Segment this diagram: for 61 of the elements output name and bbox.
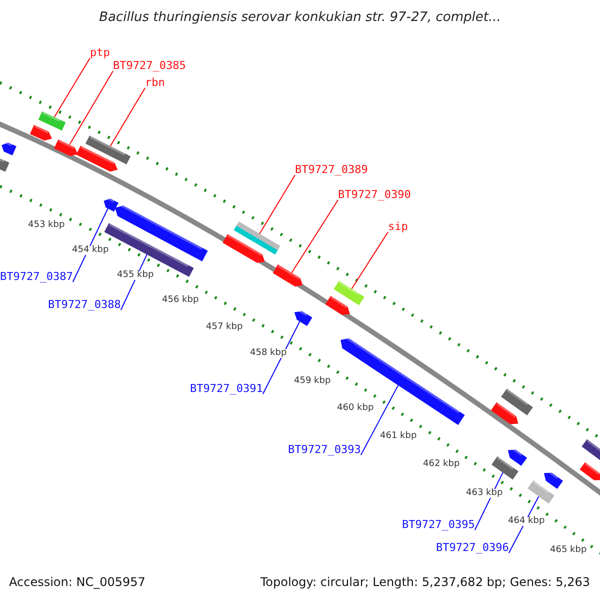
gene-feature [30,124,52,141]
footer-text: Topology: circular; Length: 5,237,682 bp; Genes: 5,263 [260,576,590,588]
gene-label: BT9727_0391 [190,383,263,394]
position-label: 463 kbp [466,489,503,498]
gene-label: BT9727_0385 [113,60,186,71]
gene-feature [85,136,131,164]
leader-line [120,254,148,310]
gene-feature [272,264,303,286]
position-label: 459 kbp [294,377,331,386]
gene-label: BT9727_0395 [402,519,475,530]
position-label: 461 kbp [380,432,417,441]
gene-feature [492,456,518,480]
gene-label: BT9727_0388 [48,299,121,310]
gene-feature [325,296,350,315]
gene-label: BT9727_0390 [338,189,411,200]
gene-label: BT9727_0389 [295,164,368,175]
position-label: 465 kbp [550,546,587,555]
leader-line [474,472,504,530]
leader-line [54,58,90,118]
leader-line [351,232,388,290]
gene-feature [544,470,564,489]
gene-feature [580,462,600,480]
gene-feature [490,402,518,424]
gene-label: rbn [145,77,165,88]
gene-feature [38,111,66,131]
gene-feature [2,141,16,156]
gene-label: BT9727_0396 [436,542,509,553]
gene-feature [76,146,118,172]
gene-label: sip [388,221,408,232]
leader-line [69,70,114,146]
gene-feature [222,234,265,263]
leader-line [72,208,108,282]
position-label: 455 kbp [117,271,154,280]
gene-feature [582,439,600,461]
position-label: 456 kbp [162,296,199,305]
position-label: 462 kbp [423,460,460,469]
position-label: 458 kbp [250,349,287,358]
gene-feature [0,156,10,172]
leader-line [360,384,399,456]
leader-line [291,200,338,274]
position-label: 460 kbp [337,404,374,413]
position-label: 453 kbp [28,221,65,230]
gene-feature [501,388,533,416]
gene-feature [528,480,554,504]
gene-label: BT9727_0393 [288,444,361,455]
gene-feature [334,280,364,306]
position-label: 464 kbp [508,517,545,526]
gene-feature [54,139,78,156]
position-label: 457 kbp [206,323,243,332]
gene-feature [104,196,118,212]
gene-feature [294,308,312,326]
gene-label: ptp [90,47,110,58]
gene-feature [508,446,528,466]
position-label: 454 kbp [72,246,109,255]
gene-label: BT9727_0387 [0,271,73,282]
gene-feature [115,203,208,262]
leader-line [259,174,296,234]
leader-line [110,88,146,147]
footer-text: Accession: NC_005957 [9,576,146,588]
map-title: Bacillus thuringiensis serovar konkukian str. 97-27, complet... [98,11,502,24]
leader-line [262,320,300,394]
